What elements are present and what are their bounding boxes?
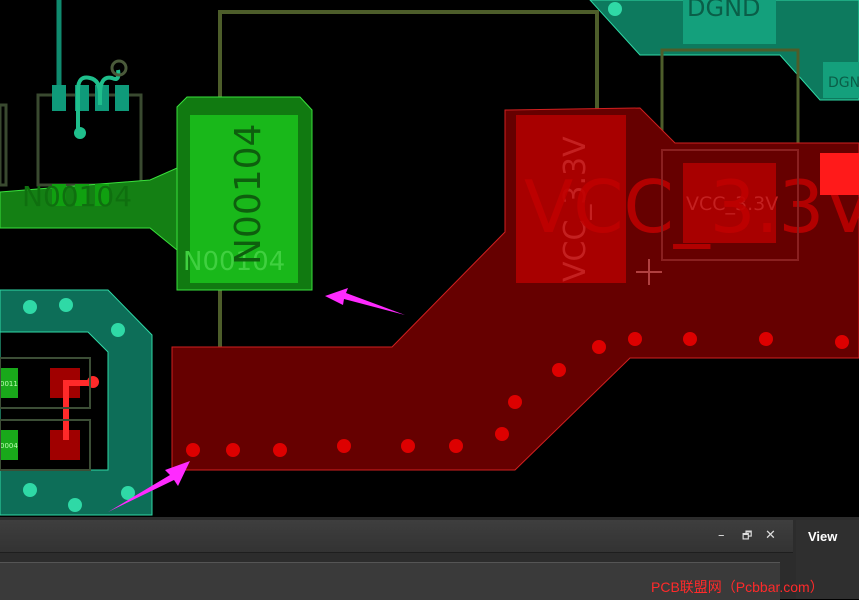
panel-body bbox=[0, 562, 780, 600]
ic-pads bbox=[52, 85, 129, 111]
pcb-canvas[interactable]: DGND DGN 0011 0004 N00104 N00104 N00104 bbox=[0, 0, 859, 520]
dgnd-pad-small[interactable] bbox=[823, 62, 859, 98]
vcc-label-pad: VCC_3.3V bbox=[558, 136, 593, 282]
gnd-cutout-left bbox=[0, 331, 109, 471]
component-outline-red bbox=[661, 149, 799, 261]
watermark-text: PCB联盟网（Pcbbar.com） bbox=[651, 579, 824, 595]
net-label-pad: N00104 bbox=[183, 247, 285, 277]
gnd-vias bbox=[23, 298, 135, 512]
net-label-trace: N00104 bbox=[22, 180, 132, 213]
vcc-label-small: VCC_3.3V bbox=[686, 193, 778, 215]
component-outline bbox=[0, 419, 91, 471]
n00104-pad[interactable] bbox=[190, 115, 298, 283]
ic-outline bbox=[0, 103, 8, 187]
ic-via[interactable] bbox=[74, 127, 86, 139]
view-panel bbox=[796, 520, 859, 599]
component-outline bbox=[0, 357, 91, 409]
component-pad[interactable] bbox=[0, 368, 18, 398]
dgnd-label: DGND bbox=[687, 0, 761, 22]
view-panel-title[interactable]: View bbox=[808, 529, 838, 544]
ic-via[interactable] bbox=[110, 59, 128, 77]
vcc-pad-small[interactable] bbox=[683, 163, 776, 243]
panel-header bbox=[0, 520, 793, 553]
close-button[interactable]: ✕ bbox=[765, 528, 776, 543]
vcc-label-large: VCC_3.3V bbox=[524, 165, 859, 249]
dgnd-pad[interactable] bbox=[683, 0, 776, 44]
trace-pads bbox=[52, 184, 109, 206]
vcc-vias bbox=[186, 332, 849, 457]
minimize-button[interactable]: – bbox=[718, 528, 725, 543]
component-label: 0011 bbox=[0, 380, 18, 388]
restore-button[interactable]: 🗗 bbox=[742, 529, 753, 542]
component-pad[interactable] bbox=[0, 430, 18, 460]
dgnd-label-small: DGN bbox=[828, 75, 859, 91]
component-label: 0004 bbox=[0, 442, 18, 450]
annotation-arrow bbox=[108, 288, 405, 512]
vcc-via-large[interactable] bbox=[820, 153, 859, 195]
dgnd-via[interactable] bbox=[608, 2, 622, 16]
red-via[interactable] bbox=[87, 376, 99, 388]
net-label-large: N00104 bbox=[228, 124, 269, 265]
vcc-pad[interactable] bbox=[516, 115, 626, 283]
